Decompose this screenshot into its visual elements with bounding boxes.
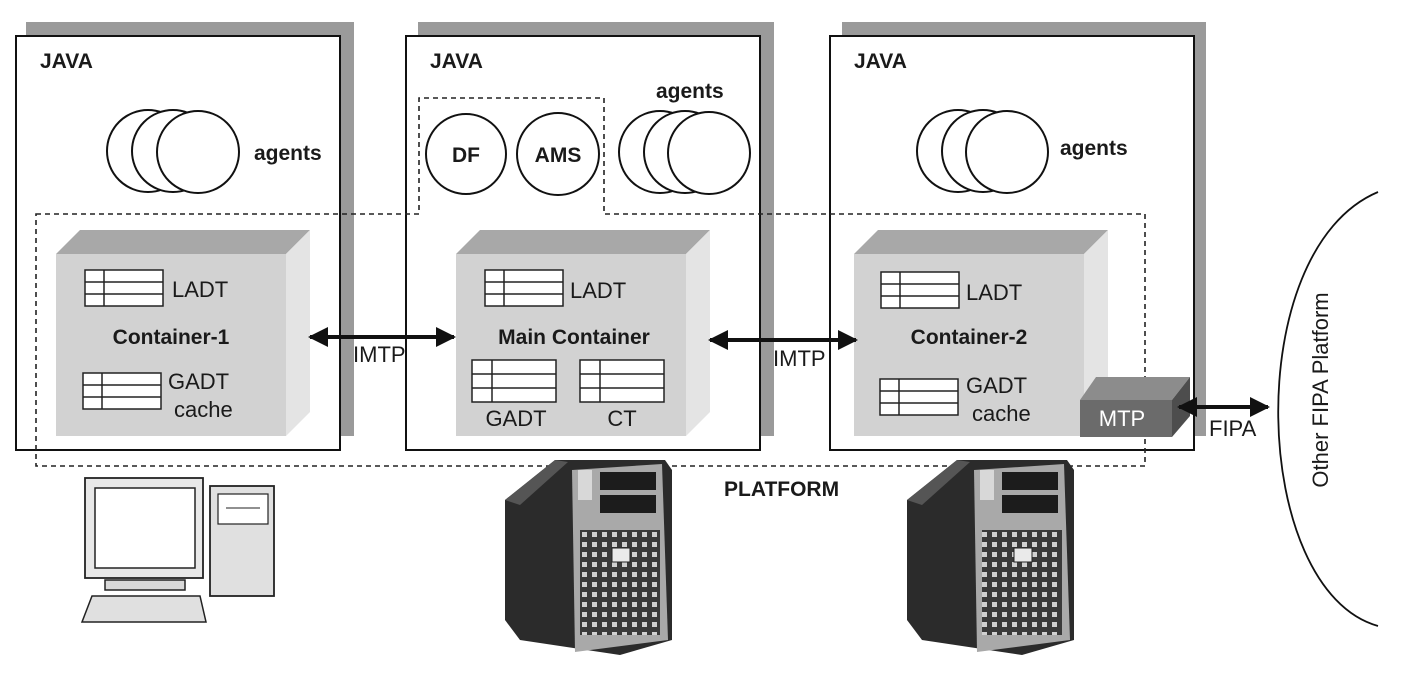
imtp-label: IMTP	[773, 346, 826, 371]
df-label: DF	[452, 144, 480, 167]
ct-table-icon	[579, 359, 665, 403]
cache-label: cache	[972, 401, 1031, 426]
agent-circle	[965, 110, 1049, 194]
other-platform-boundary	[1277, 191, 1379, 627]
other-platform-label: Other FIPA Platform	[1308, 292, 1333, 487]
agents-label: agents	[1060, 137, 1128, 160]
desktop-computer-icon	[80, 477, 275, 623]
fipa-label: FIPA	[1209, 416, 1257, 441]
imtp-label: IMTP	[353, 342, 406, 367]
main-container: LADT Main Container GADT CT	[456, 230, 710, 436]
platform-label: PLATFORM	[724, 478, 839, 501]
gadt-label: GADT	[966, 373, 1027, 398]
ladt-table-icon	[84, 269, 164, 307]
ladt-label: LADT	[966, 280, 1022, 305]
container-title: Container-1	[113, 326, 230, 349]
server-tower-icon	[907, 460, 1074, 655]
gadt-label: GADT	[485, 406, 546, 431]
gadt-table-icon	[471, 359, 557, 403]
agents-group-middle	[618, 110, 751, 195]
java-label: JAVA	[854, 50, 907, 73]
cache-label: cache	[174, 397, 233, 422]
mtp-box: MTP	[1080, 377, 1190, 437]
agent-circle	[667, 111, 751, 195]
ladt-table-icon	[880, 271, 960, 309]
ladt-label: LADT	[172, 277, 228, 302]
agents-label: agents	[254, 142, 322, 165]
gadt-table-icon	[82, 372, 162, 410]
platform-boundary	[35, 97, 1146, 467]
ams-agent: AMS	[516, 112, 600, 196]
ladt-label: LADT	[570, 278, 626, 303]
agent-circle	[156, 110, 240, 194]
ct-label: CT	[607, 406, 636, 431]
gadt-table-icon	[879, 378, 959, 416]
df-agent: DF	[425, 113, 507, 195]
gadt-label: GADT	[168, 369, 229, 394]
container-title: Container-2	[911, 326, 1028, 349]
container-title: Main Container	[498, 326, 650, 349]
ams-label: AMS	[535, 144, 582, 167]
agents-group-left	[106, 109, 240, 194]
java-label: JAVA	[430, 50, 483, 73]
agents-group-right	[916, 109, 1049, 194]
server-tower-icon	[505, 460, 672, 655]
mtp-label: MTP	[1099, 406, 1145, 431]
agents-label: agents	[656, 80, 724, 103]
container-2: LADT Container-2 GADT cache	[854, 230, 1108, 436]
java-label: JAVA	[40, 50, 93, 73]
container-1: LADT Container-1 GADT cache	[56, 230, 310, 436]
ladt-table-icon	[484, 269, 564, 307]
